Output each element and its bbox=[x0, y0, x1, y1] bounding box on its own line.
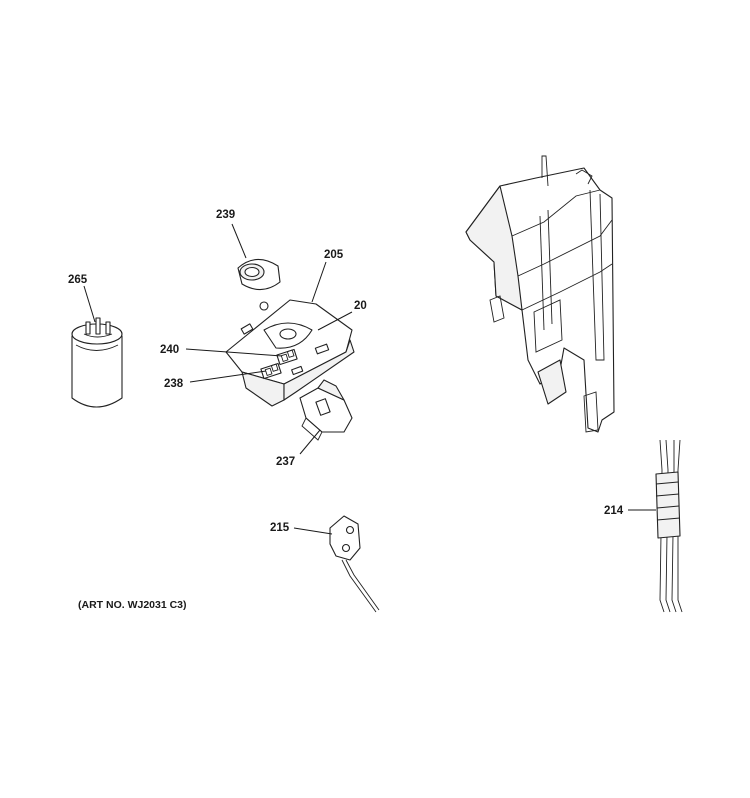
callout-205: 205 bbox=[324, 249, 344, 261]
callout-240: 240 bbox=[160, 344, 179, 356]
leader-240 bbox=[185, 348, 283, 357]
leader-239 bbox=[231, 223, 247, 259]
start-device-part bbox=[299, 379, 353, 441]
art-number: (ART NO. WJ2031 C3) bbox=[78, 599, 187, 611]
callout-238: 238 bbox=[164, 378, 184, 390]
grommet-part bbox=[237, 258, 281, 291]
leader-20 bbox=[317, 311, 353, 331]
compartment-cover-part bbox=[465, 155, 615, 433]
callout-215: 215 bbox=[270, 522, 290, 534]
thermistor-part bbox=[329, 515, 380, 613]
capacitor-part bbox=[71, 317, 123, 408]
leader-237 bbox=[299, 429, 321, 455]
leader-215 bbox=[293, 527, 333, 535]
relay-assembly-part bbox=[225, 299, 355, 407]
leader-238 bbox=[189, 370, 267, 383]
callout-237: 237 bbox=[276, 456, 295, 468]
leader-205 bbox=[311, 261, 327, 303]
callout-265: 265 bbox=[68, 274, 88, 286]
callout-214: 214 bbox=[604, 505, 624, 517]
callout-239: 239 bbox=[216, 209, 235, 221]
leader-265 bbox=[83, 285, 96, 323]
callout-20: 20 bbox=[354, 300, 367, 312]
wire-harness-part bbox=[655, 439, 683, 613]
